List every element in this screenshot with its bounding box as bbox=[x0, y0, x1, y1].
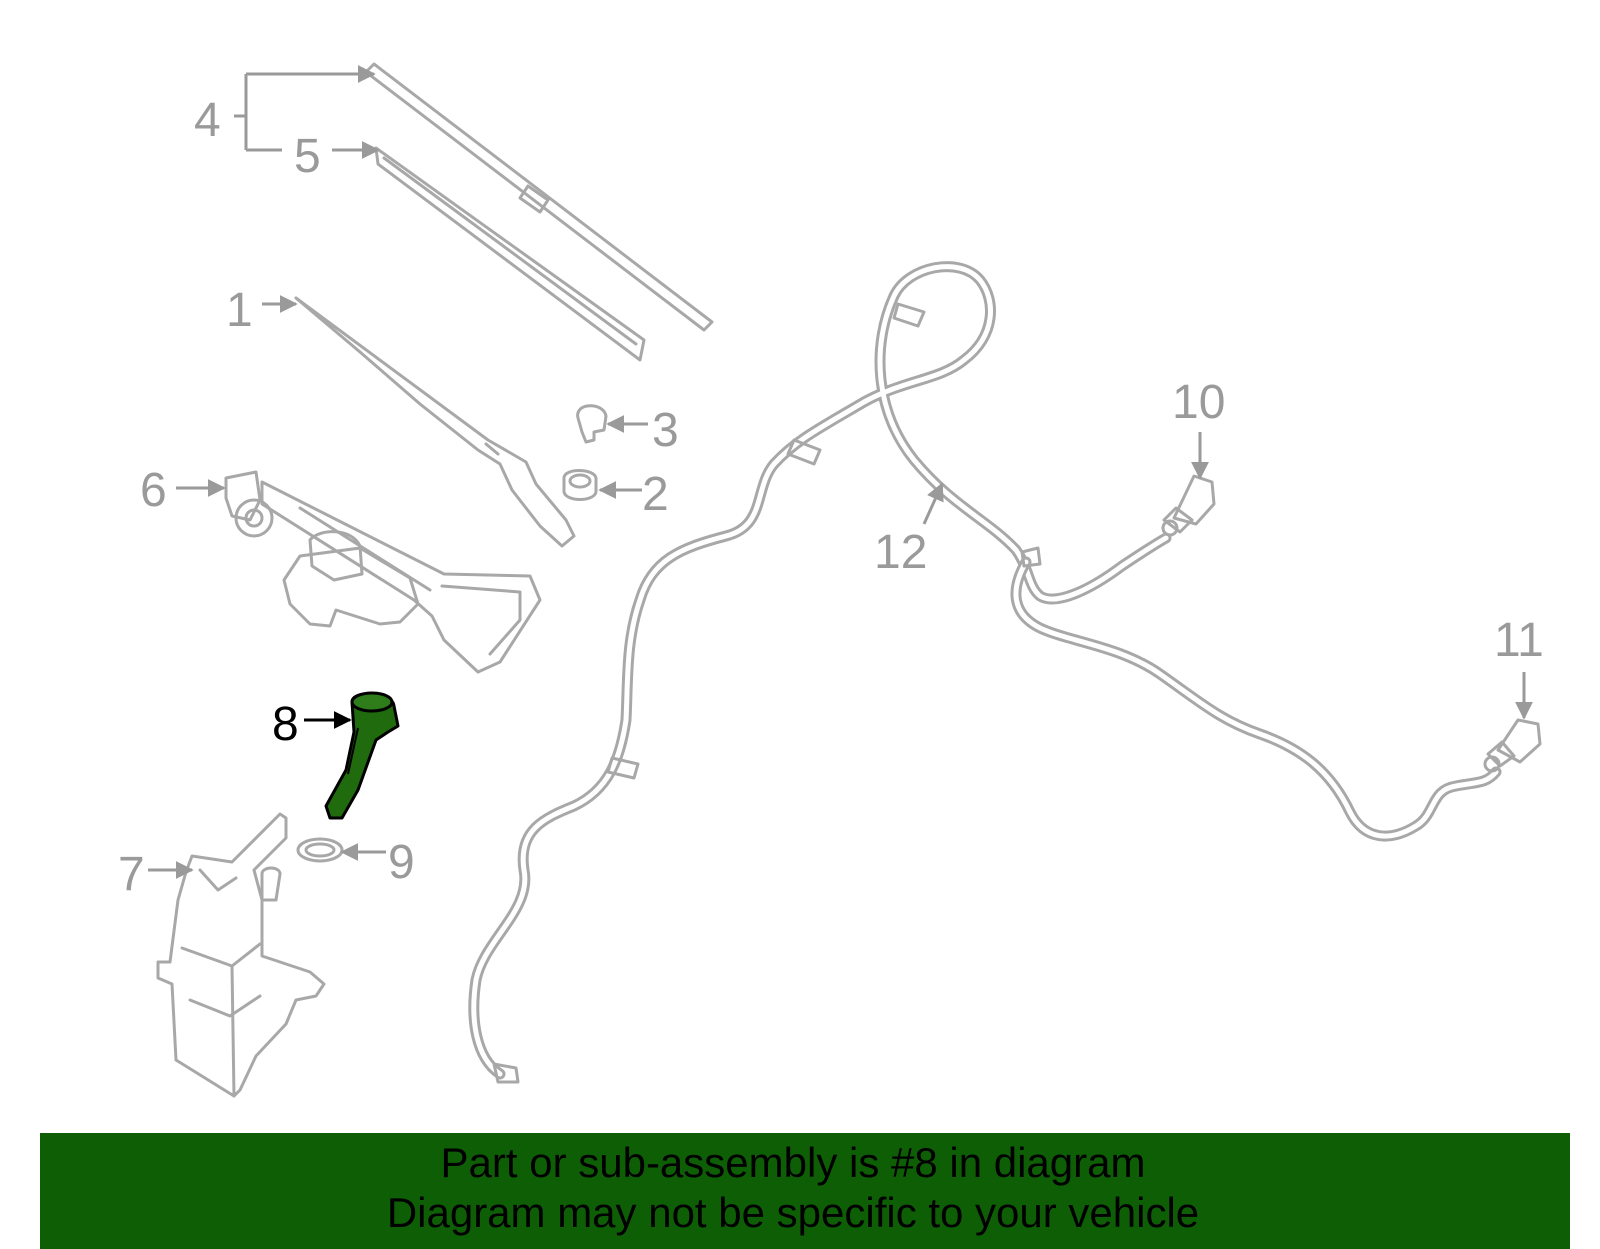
pivot-cap bbox=[576, 404, 608, 444]
washer-nozzle-right bbox=[1483, 718, 1542, 773]
callout-1: 1 bbox=[226, 284, 253, 337]
callout-10: 10 bbox=[1172, 376, 1225, 429]
pivot-nut bbox=[562, 469, 598, 501]
filler-seal bbox=[296, 837, 344, 863]
callout-11: 11 bbox=[1494, 614, 1544, 667]
washer-nozzle-left bbox=[1161, 474, 1216, 537]
washer-hose bbox=[468, 261, 1502, 1084]
callout-5: 5 bbox=[294, 130, 321, 183]
leader-lines bbox=[148, 74, 1533, 879]
washer-filler-neck bbox=[324, 691, 400, 820]
callout-7: 7 bbox=[118, 848, 145, 901]
callout-12: 12 bbox=[874, 526, 927, 579]
banner-disclaimer: Diagram may not be specific to your vehi… bbox=[386, 1189, 1200, 1236]
callout-2: 2 bbox=[642, 468, 669, 521]
banner-part-note: Part or sub-assembly is #8 in diagram bbox=[440, 1139, 1146, 1186]
callout-4: 4 bbox=[194, 94, 221, 147]
callout-3: 3 bbox=[652, 404, 679, 457]
callout-6: 6 bbox=[140, 464, 167, 517]
wiper-linkage-motor bbox=[224, 470, 542, 674]
wiper-blade-assembly bbox=[364, 62, 714, 332]
washer-reservoir bbox=[156, 812, 326, 1098]
info-banner: Part or sub-assembly is #8 in diagram Di… bbox=[40, 1133, 1570, 1249]
callout-9: 9 bbox=[388, 836, 415, 889]
callout-8: 8 bbox=[272, 698, 299, 751]
wiper-arm bbox=[294, 296, 576, 548]
